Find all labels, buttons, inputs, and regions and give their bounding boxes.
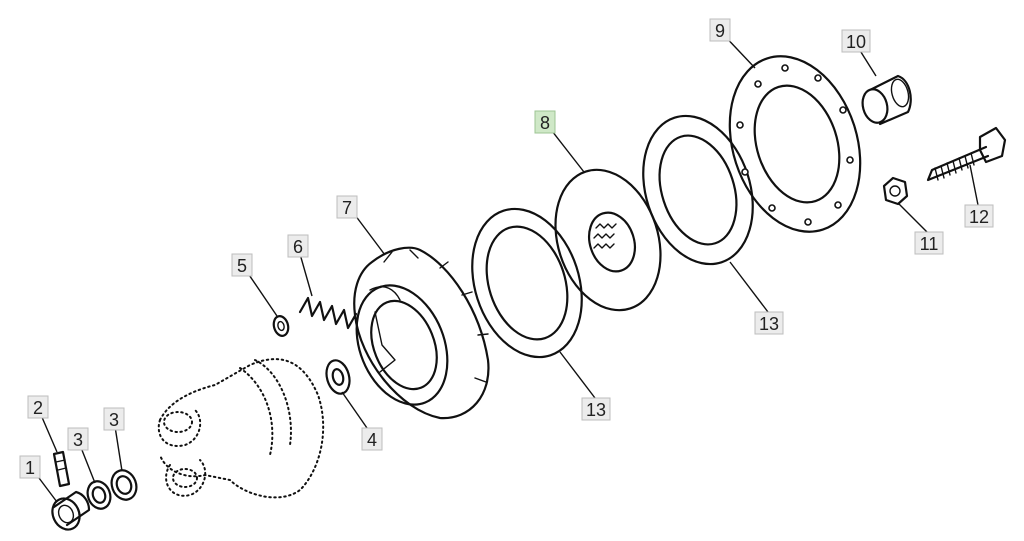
callout-number: 3 [109, 410, 119, 430]
part-4-washer[interactable] [323, 358, 353, 397]
callout-10[interactable]: 10 [841, 29, 871, 53]
callout-8[interactable]: 8 [534, 110, 556, 134]
callout-number: 4 [367, 430, 377, 450]
callout-box [361, 427, 383, 451]
part-8-hub-plate[interactable] [538, 156, 678, 324]
callout-box [914, 231, 944, 255]
callout-2[interactable]: 2 [27, 395, 49, 419]
part-12-bolt[interactable] [926, 126, 1007, 182]
callout-number: 13 [759, 314, 779, 334]
part-10-sleeve[interactable] [859, 74, 912, 126]
callout-number: 10 [846, 32, 866, 52]
callout-1[interactable]: 1 [19, 455, 41, 479]
part-11-nut[interactable] [882, 176, 909, 206]
yoke-housing [157, 358, 325, 499]
callout-box [841, 29, 871, 53]
callout-box [336, 195, 358, 219]
callout-box [581, 397, 611, 421]
callout-6[interactable]: 6 [287, 234, 309, 258]
part-2-pin[interactable] [52, 450, 71, 488]
callout-box [27, 395, 49, 419]
callout-number: 9 [715, 21, 725, 41]
callout-number: 3 [73, 430, 83, 450]
part-13-friction-disc-lower[interactable] [454, 195, 600, 372]
callout-number: 6 [293, 237, 303, 257]
callout-11[interactable]: 11 [914, 231, 944, 255]
callout-5[interactable]: 5 [231, 253, 253, 277]
callout-3b[interactable]: 3 [103, 407, 125, 431]
callout-4[interactable]: 4 [361, 427, 383, 451]
part-6-spring[interactable] [298, 296, 358, 330]
callout-box [709, 18, 731, 42]
callout-number: 5 [237, 256, 247, 276]
callout-13b[interactable]: 13 [754, 311, 784, 335]
part-5-washer[interactable] [272, 315, 291, 338]
callout-box [754, 311, 784, 335]
callout-3a[interactable]: 3 [67, 427, 89, 451]
callout-number: 8 [540, 113, 550, 133]
part-3-washer-right[interactable] [108, 467, 141, 503]
callout-box [231, 253, 253, 277]
callout-9[interactable]: 9 [709, 18, 731, 42]
callout-7[interactable]: 7 [336, 195, 358, 219]
callout-number: 12 [969, 207, 989, 227]
callout-box [103, 407, 125, 431]
callout-13a[interactable]: 13 [581, 397, 611, 421]
callout-number: 11 [920, 234, 939, 254]
callout-box [19, 455, 41, 479]
callout-number: 7 [342, 198, 352, 218]
callout-box [67, 427, 89, 451]
part-1-bushing[interactable] [47, 490, 91, 534]
part-7-flange-housing[interactable] [340, 246, 490, 420]
callout-number: 13 [586, 400, 606, 420]
callout-number: 1 [25, 458, 35, 478]
part-9-pressure-plate[interactable] [708, 39, 882, 249]
callout-box [964, 204, 994, 228]
callout-number: 2 [33, 398, 43, 418]
callout-box [287, 234, 309, 258]
callout-12[interactable]: 12 [964, 204, 994, 228]
callout-box [534, 110, 556, 134]
